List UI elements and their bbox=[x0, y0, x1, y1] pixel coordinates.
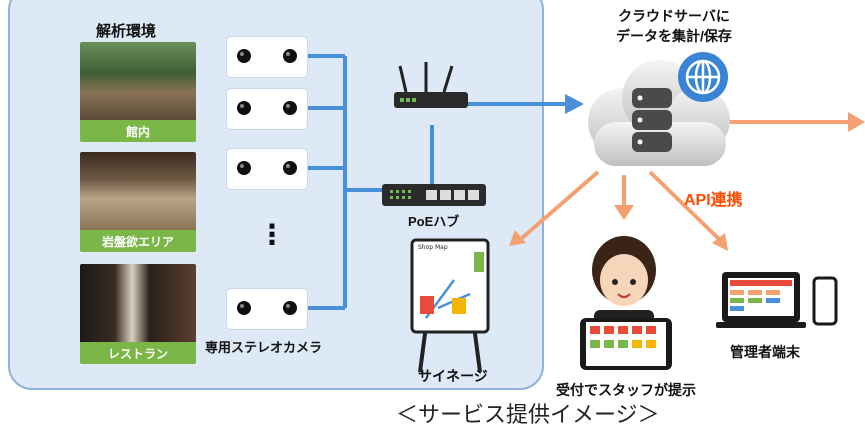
analysis-environment-title: 解析環境 bbox=[96, 22, 157, 40]
router-icon bbox=[394, 62, 468, 108]
admin-terminal-label: 管理者端末 bbox=[730, 344, 800, 360]
stereo-camera bbox=[226, 148, 308, 190]
cloud-server-label: クラウドサーバに データを集計/保存 bbox=[594, 6, 754, 46]
stereo-camera bbox=[226, 288, 308, 330]
location-photo-restaurant: レストラン bbox=[80, 264, 196, 364]
signage-icon bbox=[410, 238, 490, 373]
stereo-camera bbox=[226, 88, 308, 130]
staff-with-tablet-icon bbox=[580, 236, 672, 370]
poe-hub-icon bbox=[382, 184, 486, 206]
location-caption: 岩盤欲エリア bbox=[80, 230, 196, 252]
more-cameras-ellipsis: ⋮ bbox=[258, 218, 286, 251]
location-caption: レストラン bbox=[80, 342, 196, 364]
restaurant-image bbox=[80, 264, 196, 342]
cloud-label-line2: データを集計/保存 bbox=[616, 28, 732, 44]
location-photo-bedrock-bath: 岩盤欲エリア bbox=[80, 152, 196, 252]
globe-icon bbox=[678, 52, 728, 102]
reception-staff-label: 受付でスタッフが提示 bbox=[556, 382, 696, 398]
signage-map-title: Shop Map bbox=[418, 244, 448, 251]
service-image-caption: ＜サービス提供イメージ＞ bbox=[396, 403, 660, 428]
stereo-camera bbox=[226, 36, 308, 78]
poe-hub-label: PoEハブ bbox=[408, 214, 460, 229]
cloud-label-line1: クラウドサーバに bbox=[618, 8, 730, 24]
bedrock-bath-image bbox=[80, 152, 196, 230]
location-photo-hall: 館内 bbox=[80, 42, 196, 142]
admin-terminal-icon bbox=[716, 272, 838, 328]
location-caption: 館内 bbox=[80, 120, 196, 142]
signage-label: サイネージ bbox=[418, 368, 488, 384]
hall-image bbox=[80, 42, 196, 120]
camera-label: 専用ステレオカメラ bbox=[205, 340, 323, 355]
api-integration-label: API連携 bbox=[684, 192, 743, 209]
